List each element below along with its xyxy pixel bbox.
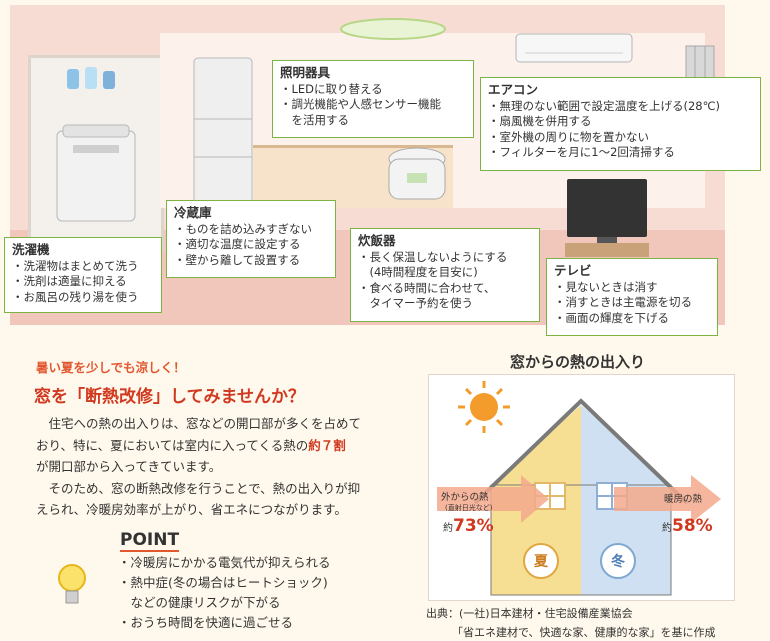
- washer-callout: 洗濯機 ・洗濯物はまとめて洗う ・洗剤は適量に抑える ・お風呂の残り湯を使う: [4, 237, 162, 313]
- light-title: 照明器具: [280, 65, 331, 80]
- rice-cooker-item: (4時間程度を目安に): [358, 265, 478, 279]
- source-line: 「省エネ建材で、快適な家、健康的な家」を基に作成: [452, 626, 716, 639]
- lightbulb-icon: [56, 560, 88, 610]
- light-callout: 照明器具 ・LEDに取り替える ・調光機能や人感センサー機能 を活用する: [272, 60, 474, 138]
- aircon-title: エアコン: [488, 82, 539, 97]
- aircon-item: ・フィルターを月に1～2回清掃する: [488, 145, 675, 159]
- light-item: を活用する: [280, 112, 349, 127]
- body-text: おり、特に、夏においては室内に入ってくる熱の: [36, 437, 309, 453]
- refrigerator-icon: [193, 57, 253, 207]
- rice-cooker-title: 炊飯器: [358, 233, 396, 248]
- point-item: ・おうち時間を快適に過ごせる: [118, 615, 294, 630]
- washer-item: ・お風呂の残り湯を使う: [12, 289, 139, 304]
- tv-item: ・見ないときは消す: [554, 279, 658, 294]
- tv-callout: テレビ ・見ないときは消す ・消すときは主電源を切る ・画面の輝度を下げる: [546, 258, 718, 336]
- winter-label: 冬: [611, 554, 625, 570]
- diagram-title: 窓からの熱の出入り: [510, 353, 646, 371]
- house-diagram: [428, 374, 735, 601]
- tv-title: テレビ: [554, 263, 592, 278]
- point-item: ・冷暖房にかかる電気代が抑えられる: [118, 555, 331, 570]
- washer-item: ・洗濯物はまとめて洗う: [12, 258, 139, 273]
- source-line: 出典：(一社)日本建材・住宅設備産業協会: [426, 607, 633, 620]
- article-body: 住宅への熱の出入りは、窓などの開口部が多くを占めて おり、特に、夏においては室内…: [36, 413, 416, 521]
- point-item: などの健康リスクが下がる: [118, 595, 281, 610]
- outside-heat-label: 外からの熱: [441, 492, 489, 503]
- fridge-item: ・ものを詰め込みすぎない: [174, 221, 312, 236]
- tv-icon: [565, 177, 649, 257]
- detergent-bottles-icon: [65, 63, 125, 89]
- aircon-item: ・扇風機を併用する: [488, 114, 592, 128]
- light-item: ・LEDに取り替える: [280, 81, 383, 96]
- approx-label: 約: [443, 523, 453, 534]
- article-kicker: 暑い夏を少しでも涼しく！: [36, 360, 186, 375]
- point-item: ・熱中症(冬の場合はヒートショック): [118, 575, 328, 590]
- light-item: ・調光機能や人感センサー機能: [280, 97, 441, 111]
- aircon-item: ・室外機の周りに物を置かない: [488, 129, 649, 144]
- rice-cooker-icon: [385, 145, 449, 203]
- article-headline: 窓を「断熱改修」してみませんか？: [34, 387, 305, 407]
- approx-label: 約: [662, 523, 672, 534]
- heating-heat-value: 約58%: [662, 516, 713, 536]
- body-line: 住宅への熱の出入りは、窓などの開口部が多くを占めて: [36, 416, 362, 431]
- point-title: POINT: [120, 530, 180, 552]
- heating-heat-percentage: 58%: [672, 516, 713, 536]
- body-line: おり、特に、夏においては室内に入ってくる熱の約７割: [36, 435, 416, 457]
- fridge-callout: 冷蔵庫 ・ものを詰め込みすぎない ・適切な温度に設定する ・壁から離して設置する: [166, 200, 336, 278]
- body-line: えられ、冷暖房効率が上がり、省エネにつながります。: [36, 502, 347, 517]
- washer-title: 洗濯機: [12, 242, 50, 257]
- heating-heat-label: 暖房の熱: [664, 494, 703, 505]
- summer-label: 夏: [534, 554, 548, 570]
- aircon-callout: エアコン ・無理のない範囲で設定温度を上げる(28℃) ・扇風機を併用する ・室…: [480, 77, 761, 171]
- washing-machine-icon: [55, 123, 137, 223]
- aircon-item: ・無理のない範囲で設定温度を上げる(28℃): [488, 98, 721, 113]
- fridge-title: 冷蔵庫: [174, 205, 212, 220]
- rice-cooker-item: ・食べる時間に合わせて、: [358, 280, 496, 295]
- tv-item: ・消すときは主電源を切る: [554, 295, 692, 309]
- rice-cooker-item: タイマー予約を使う: [358, 296, 473, 310]
- rice-cooker-item: ・長く保温しないようにする: [358, 249, 508, 264]
- point-list: ・冷暖房にかかる電気代が抑えられる ・熱中症(冬の場合はヒートショック) などの…: [118, 553, 331, 633]
- fridge-item: ・適切な温度に設定する: [174, 237, 301, 251]
- body-line: が開口部から入ってきています。: [36, 459, 222, 474]
- ceiling-light-icon: [338, 17, 448, 41]
- body-line: そのため、窓の断熱改修を行うことで、熱の出入りが抑: [36, 480, 361, 496]
- rice-cooker-callout: 炊飯器 ・長く保温しないようにする (4時間程度を目安に) ・食べる時間に合わせ…: [350, 228, 540, 322]
- washer-item: ・洗剤は適量に抑える: [12, 274, 127, 288]
- outside-heat-percentage: 73%: [453, 516, 494, 536]
- outside-heat-note: (直射日光など): [445, 504, 493, 512]
- outside-heat-value: 約73%: [443, 516, 494, 536]
- highlight-percentage: 約７割: [308, 437, 346, 453]
- fridge-item: ・壁から離して設置する: [174, 252, 301, 267]
- air-conditioner-icon: [515, 33, 633, 63]
- tv-item: ・画面の輝度を下げる: [554, 310, 669, 325]
